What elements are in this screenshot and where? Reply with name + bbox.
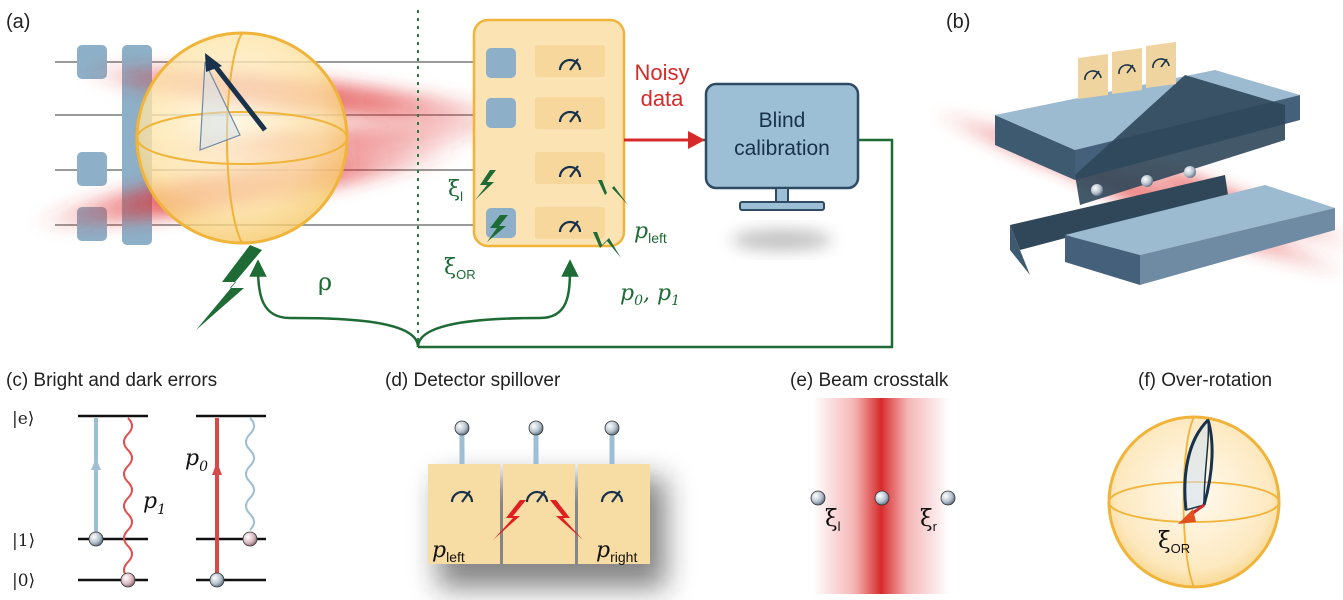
state-vector-arrow <box>210 60 267 132</box>
small-bolts <box>475 170 628 258</box>
ion-right <box>940 490 956 506</box>
p0-label-c: p0 <box>185 446 208 475</box>
rho-label: ρ <box>318 268 332 296</box>
bloch-sphere <box>135 31 349 245</box>
blind-label-line2: calibration <box>734 137 830 160</box>
p-left-label-a: pleft <box>634 219 667 246</box>
meter-icons <box>558 58 582 233</box>
panel-d-label: (d) Detector spillover <box>385 370 561 391</box>
ket-1-label: |1⟩ <box>12 531 35 551</box>
ket-e-label: |e⟩ <box>12 409 34 429</box>
ion-center <box>874 490 890 506</box>
xi-l-label-a: ξl <box>448 177 463 204</box>
p0-p1-label-a: p0, p1 <box>620 281 680 309</box>
p-left-label-d: pleft <box>432 538 465 565</box>
ket-0-label: |0⟩ <box>12 571 35 591</box>
p-right-label-d: pright <box>596 538 637 565</box>
energy-levels <box>78 414 266 582</box>
detector-spillover-illustration <box>428 420 666 588</box>
blind-label-line1: Blind <box>759 109 806 132</box>
ion-trap-illustration <box>930 42 1343 285</box>
noisy-label-line2: data <box>641 86 685 111</box>
noisy-data-arrow <box>624 131 705 149</box>
xi-or-label-f: ξOR <box>1158 528 1190 556</box>
p1-label-c: p1 <box>143 489 166 518</box>
detector-panel <box>472 18 628 258</box>
panel-b-label: (b) <box>946 11 970 33</box>
noisy-label-line1: Noisy <box>634 60 689 85</box>
ion-left <box>810 490 826 506</box>
over-rotation-sphere <box>1107 415 1281 589</box>
panel-c-label: (c) Bright and dark errors <box>6 370 217 391</box>
xi-or-label-a: ξOR <box>444 255 476 282</box>
panel-a-label: (a) <box>6 11 30 33</box>
transition-arrows <box>88 417 258 588</box>
xi-l-label-e: ξl <box>825 506 841 534</box>
monitor-icon <box>704 82 860 250</box>
panel-e-label: (e) Beam crosstalk <box>790 370 949 391</box>
lightning-icon <box>196 245 262 330</box>
xi-r-label-e: ξr <box>920 506 938 534</box>
panel-f-label: (f) Over-rotation <box>1138 370 1272 391</box>
